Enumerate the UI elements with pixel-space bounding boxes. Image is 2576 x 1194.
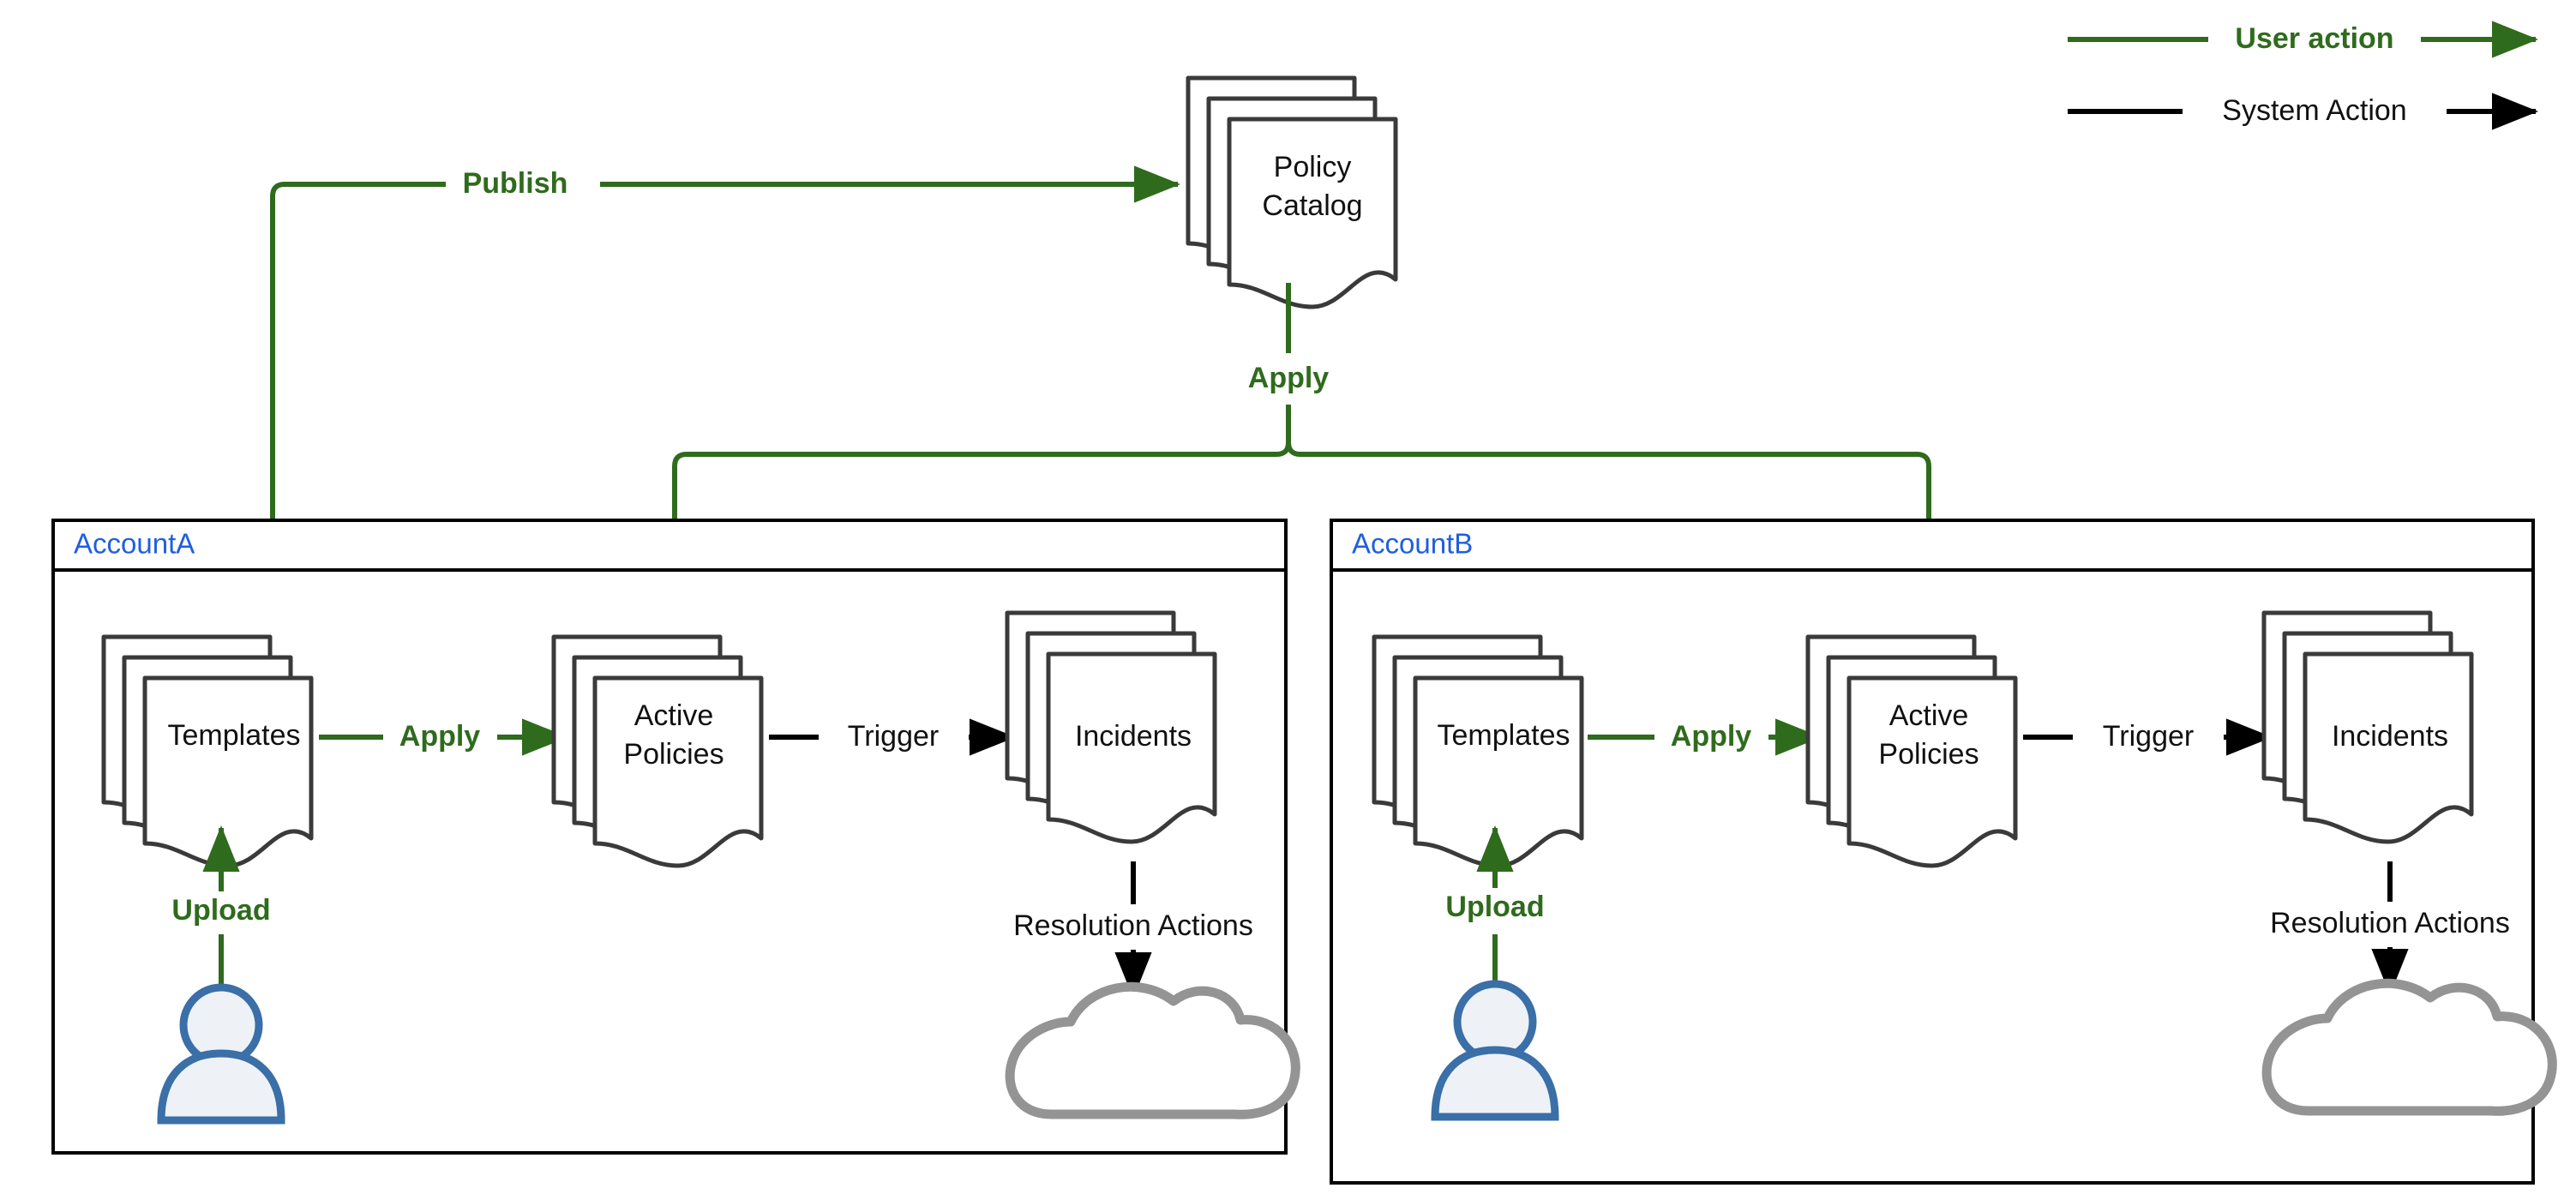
- active-policies-b-label-line1: Active: [1889, 699, 1969, 732]
- account-a-title: AccountA: [74, 528, 195, 560]
- legend-row-user-action: User action: [2068, 21, 2538, 58]
- active-policies-b-label-line2: Policies: [1878, 738, 1979, 771]
- edge-publish: Publish: [270, 165, 1180, 639]
- policy-catalog-node[interactable]: Policy Catalog: [1188, 78, 1396, 307]
- account-b-title: AccountB: [1352, 528, 1473, 560]
- policy-catalog-label-line1: Policy: [1274, 151, 1352, 183]
- publish-label: Publish: [463, 167, 568, 200]
- templates-b-label: Templates: [1438, 719, 1570, 752]
- actor-body-a: [157, 1049, 285, 1125]
- incidents-node-a[interactable]: Incidents: [1007, 613, 1215, 842]
- edge-resolution-actions-b: Resolution Actions: [2270, 861, 2510, 995]
- edge-trigger-b: Trigger: [2023, 718, 2273, 756]
- trigger-b-label: Trigger: [2103, 720, 2194, 753]
- cloud-outline-b: [2261, 978, 2557, 1116]
- cloud-outline-a: [1005, 981, 1300, 1119]
- apply-broadcast-label: Apply: [1248, 362, 1330, 394]
- legend-user-action-label: User action: [2235, 22, 2393, 55]
- incidents-b-label: Incidents: [2332, 720, 2448, 753]
- templates-node-a[interactable]: Templates: [104, 637, 311, 866]
- upload-a-label: Upload: [171, 894, 270, 927]
- cloud-icon-b[interactable]: [2261, 978, 2557, 1116]
- legend: User action System Action: [2068, 21, 2538, 130]
- incidents-node-b[interactable]: Incidents: [2264, 613, 2471, 842]
- policy-catalog-label-line2: Catalog: [1262, 189, 1362, 222]
- apply-b-label: Apply: [1671, 720, 1752, 753]
- edge-trigger-a: Trigger: [769, 718, 1016, 756]
- incidents-a-label: Incidents: [1075, 720, 1192, 753]
- active-policies-node-a[interactable]: Active Policies: [554, 637, 761, 866]
- user-actor-icon-b[interactable]: [1431, 980, 1559, 1121]
- trigger-a-label: Trigger: [848, 720, 939, 753]
- user-actor-icon-a[interactable]: [157, 983, 285, 1125]
- resolution-a-label: Resolution Actions: [1013, 909, 1253, 942]
- templates-node-b[interactable]: Templates: [1374, 637, 1582, 866]
- active-policies-a-label-line2: Policies: [623, 738, 724, 771]
- apply-a-label: Apply: [399, 720, 481, 753]
- active-policies-a-label-line1: Active: [634, 699, 714, 732]
- upload-b-label: Upload: [1445, 891, 1544, 923]
- active-policies-node-b[interactable]: Active Policies: [1808, 637, 2015, 866]
- edge-apply-b: Apply: [1588, 718, 1822, 756]
- templates-a-label: Templates: [168, 719, 301, 752]
- legend-row-system-action: System Action: [2068, 93, 2538, 130]
- resolution-b-label: Resolution Actions: [2270, 907, 2510, 939]
- cloud-icon-a[interactable]: [1005, 981, 1300, 1119]
- edge-resolution-actions-a: Resolution Actions: [1013, 861, 1253, 999]
- actor-body-b: [1431, 1046, 1559, 1121]
- apply-branch-right: [1286, 441, 1931, 576]
- publish-line-segment-left: [270, 182, 446, 639]
- legend-system-action-label: System Action: [2222, 94, 2406, 127]
- edge-apply-a: Apply: [319, 718, 568, 756]
